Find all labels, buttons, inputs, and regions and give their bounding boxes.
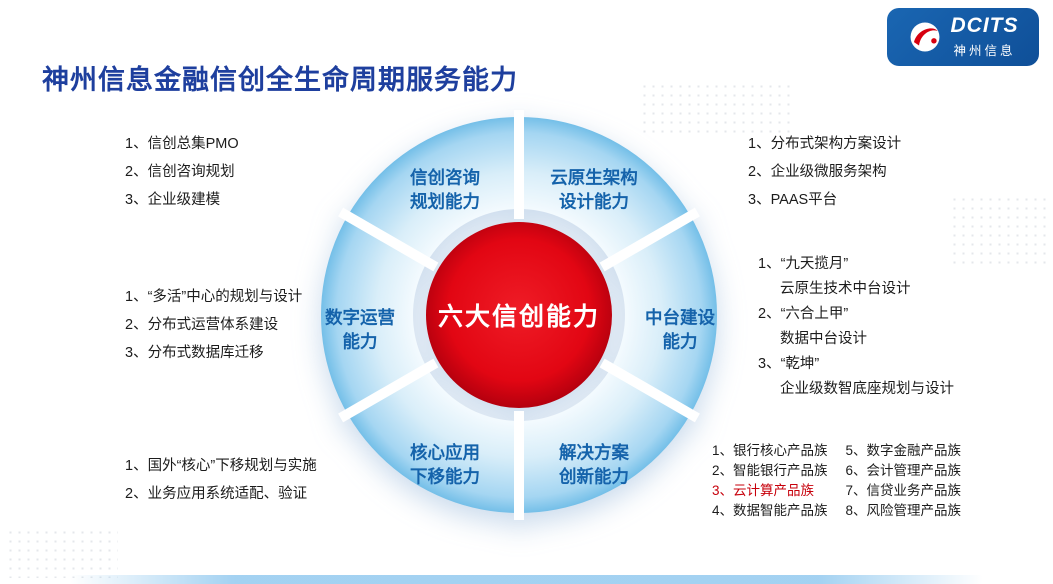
list-item: 8、风险管理产品族 — [845, 503, 962, 518]
list-item: 1、“多活”中心的规划与设计 — [125, 289, 303, 305]
list-item: 3、企业级建模 — [125, 192, 221, 208]
list-item: 3、“乾坤” — [758, 356, 820, 372]
list-subitem: 企业级数智底座规划与设计 — [780, 381, 954, 397]
logo-company-name: 神州信息 — [953, 44, 1016, 58]
list-item: 2、智能银行产品族 — [712, 463, 828, 478]
list-item: 6、会计管理产品族 — [845, 463, 962, 478]
segment-label-line: 下移能力 — [410, 466, 480, 486]
product-family-col2: 5、数字金融产品族 6、会计管理产品族 7、信贷业务产品族 8、风险管理产品族 — [846, 441, 962, 521]
segment-dividers — [338, 110, 700, 520]
list-item: 2、“六合上甲” — [758, 306, 849, 322]
list-subitem: 数据中台设计 — [780, 331, 867, 347]
wheel-center-label: 六大信创能力 — [437, 303, 601, 331]
dot-pattern-decoration — [6, 528, 118, 578]
list-item: 4、数据智能产品族 — [712, 503, 828, 518]
middle-platform-list: 1、“九天揽月” 云原生技术中台设计 2、“六合上甲” 数据中台设计 3、“乾坤… — [758, 252, 954, 402]
list-item: 2、业务应用系统适配、验证 — [125, 486, 308, 502]
segment-label-line: 规划能力 — [410, 191, 480, 211]
segment-divider-line — [338, 358, 439, 423]
list-subitem: 云原生技术中台设计 — [780, 281, 911, 297]
core-migration-list: 1、国外“核心”下移规划与实施 2、业务应用系统适配、验证 — [125, 452, 317, 508]
segment-label-line: 创新能力 — [559, 466, 629, 486]
bottom-accent-band — [70, 575, 983, 584]
segment-label-core-migration: 核心应用 下移能力 — [410, 441, 480, 488]
list-item: 3、分布式数据库迁移 — [125, 345, 264, 361]
capability-wheel: 信创咨询 规划能力 云原生架构 设计能力 中台建设 能力 解决方案 创新能力 核… — [314, 110, 724, 520]
page-title: 神州信息金融信创全生命周期服务能力 — [42, 65, 518, 95]
product-family-col1: 1、银行核心产品族 2、智能银行产品族 3、云计算产品族 4、数据智能产品族 — [712, 441, 828, 521]
segment-label-cloud-native: 云原生架构 设计能力 — [550, 166, 638, 213]
list-item: 1、信创总集PMO — [125, 136, 239, 152]
list-item: 1、“九天揽月” — [758, 256, 849, 272]
digital-operation-list: 1、“多活”中心的规划与设计 2、分布式运营体系建设 3、分布式数据库迁移 — [125, 283, 302, 367]
segment-label-line: 信创咨询 — [410, 167, 480, 188]
dot-pattern-decoration — [950, 195, 1050, 270]
dcits-swoosh-icon — [910, 22, 939, 52]
logo-brand-name: DCITS — [950, 14, 1019, 37]
segment-label-line: 能力 — [662, 331, 698, 351]
list-item: 3、PAAS平台 — [748, 192, 838, 208]
segment-label-line: 云原生架构 — [550, 167, 638, 188]
product-family-lists: 1、银行核心产品族 2、智能银行产品族 3、云计算产品族 4、数据智能产品族 5… — [712, 441, 961, 521]
list-item: 2、信创咨询规划 — [125, 164, 235, 180]
segment-divider-line — [599, 207, 700, 272]
segment-label-line: 能力 — [342, 331, 378, 351]
segment-label-solutions: 解决方案 创新能力 — [559, 441, 629, 488]
segment-divider-line — [338, 207, 439, 272]
segment-label-line: 核心应用 — [410, 442, 480, 463]
segment-label-line: 中台建设 — [645, 307, 715, 328]
dot-pattern-decoration — [640, 82, 790, 134]
segment-label-line: 设计能力 — [559, 191, 629, 211]
list-item-highlighted: 3、云计算产品族 — [712, 483, 815, 498]
list-item: 1、银行核心产品族 — [712, 443, 828, 458]
list-item: 5、数字金融产品族 — [845, 443, 962, 458]
list-item: 2、分布式运营体系建设 — [125, 317, 279, 333]
wheel-center-circle — [426, 222, 612, 408]
segment-label-line: 解决方案 — [559, 442, 629, 463]
segment-label-consulting: 信创咨询 规划能力 — [410, 166, 480, 213]
list-item: 7、信贷业务产品族 — [845, 483, 962, 498]
dcits-logo: DCITS 神州信息 — [887, 8, 1039, 66]
segment-label-digital-operation: 数字运营 能力 — [325, 306, 395, 353]
list-item: 2、企业级微服务架构 — [748, 164, 887, 180]
segment-label-line: 数字运营 — [325, 307, 395, 328]
list-item: 1、国外“核心”下移规划与实施 — [125, 458, 317, 474]
list-item: 1、分布式架构方案设计 — [748, 136, 902, 152]
capability-wheel-graphic — [321, 110, 717, 520]
segment-label-middle-platform: 中台建设 能力 — [645, 306, 715, 353]
cloud-native-list: 1、分布式架构方案设计 2、企业级微服务架构 3、PAAS平台 — [748, 130, 901, 214]
logo-text: DCITS 神州信息 — [951, 15, 1019, 59]
segment-divider-line — [599, 358, 700, 423]
consulting-planning-list: 1、信创总集PMO 2、信创咨询规划 3、企业级建模 — [125, 130, 239, 214]
